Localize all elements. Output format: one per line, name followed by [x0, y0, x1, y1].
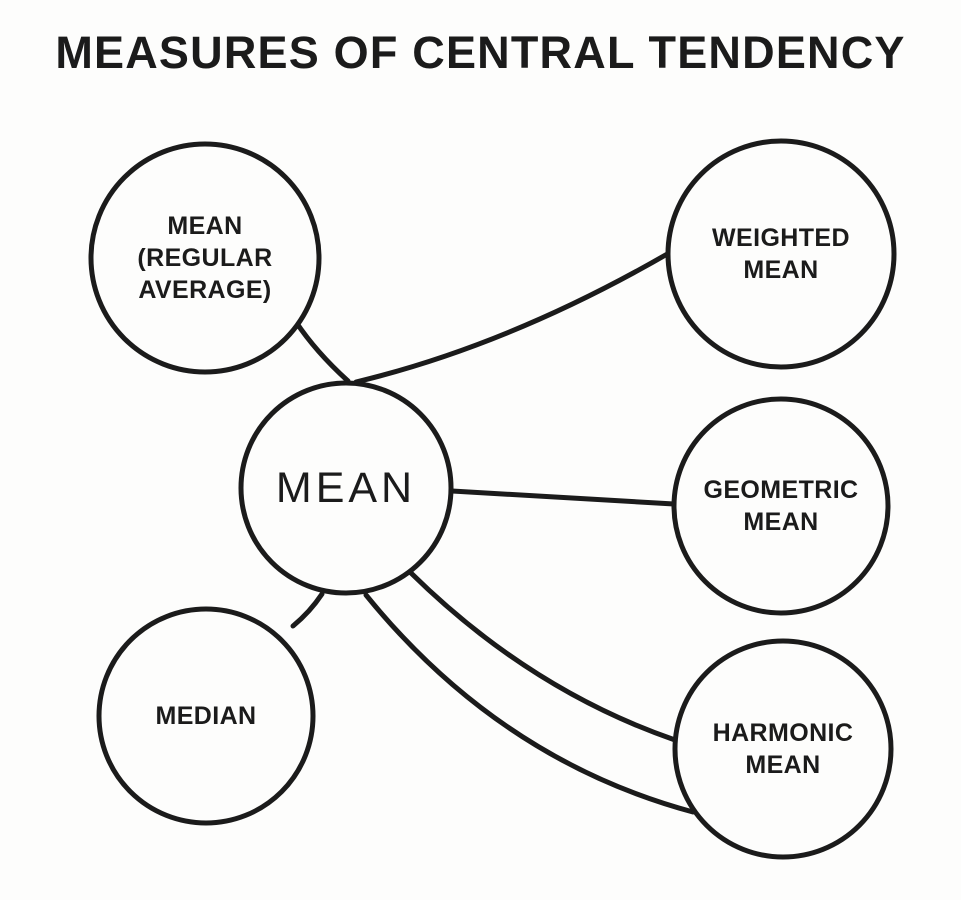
node-label-median: MEDIAN	[155, 702, 257, 730]
node-median[interactable]: MEDIAN	[99, 609, 313, 823]
circles-layer	[88, 138, 897, 860]
node-label-harmonic-mean: HARMONIC MEAN	[712, 719, 854, 779]
link-mean-to-harmonic-mean-lower	[363, 592, 696, 815]
circle-median	[96, 606, 316, 826]
node-weighted-mean[interactable]: WEIGHTED MEAN	[668, 141, 894, 367]
link-mean-to-median	[290, 591, 325, 629]
node-label-mean-regular-average: MEAN (REGULAR AVERAGE)	[137, 212, 273, 304]
node-label-weighted-mean: WEIGHTED MEAN	[712, 224, 850, 284]
circle-harmonic-mean	[672, 638, 894, 860]
node-label-mean: MEAN	[275, 464, 417, 512]
page-title: MEASURES OF CENTRAL TENDENCY	[55, 27, 906, 78]
circle-geometric-mean	[671, 396, 891, 616]
link-mean-to-geometric-mean	[449, 488, 677, 507]
node-geometric-mean[interactable]: GEOMETRIC MEAN	[674, 399, 888, 613]
link-mean-to-weighted-mean	[353, 250, 672, 385]
circle-mean-regular-average	[88, 141, 322, 375]
node-mean[interactable]: MEAN	[241, 383, 451, 593]
link-mean-to-harmonic-mean-upper	[408, 570, 678, 743]
circle-mean	[238, 380, 454, 596]
node-label-geometric-mean: GEOMETRIC MEAN	[703, 476, 859, 536]
circle-weighted-mean	[665, 138, 897, 370]
links-layer	[290, 250, 696, 815]
node-harmonic-mean[interactable]: HARMONIC MEAN	[675, 641, 891, 857]
link-mean-to-mean-regular-average	[293, 319, 351, 384]
node-mean-regular-average[interactable]: MEAN (REGULAR AVERAGE)	[91, 144, 319, 372]
